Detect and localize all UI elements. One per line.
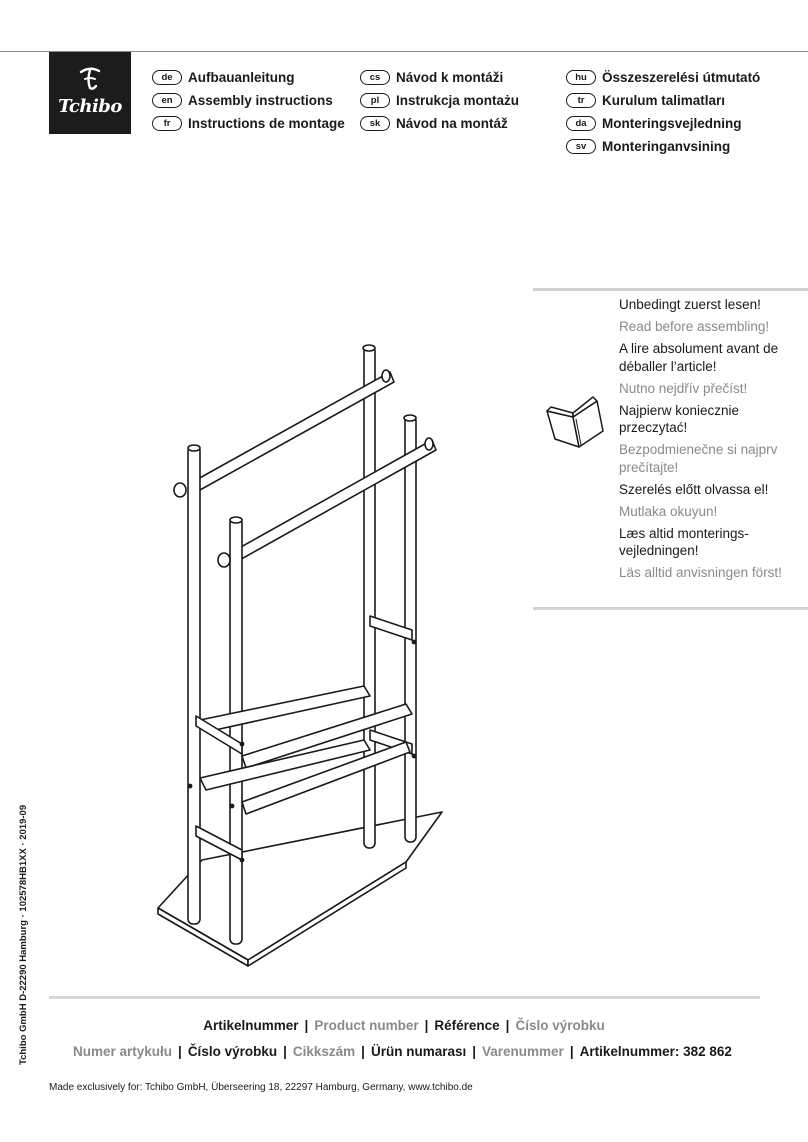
language-code-badge: sk [360,116,390,131]
read-first-line: Nutno nejdřív přečíst! [619,380,748,396]
language-row: sv Monteringanvsining [566,135,760,158]
separator: | [424,1018,429,1033]
article-number-line-2: Numer artykułu | Číslo výrobku | Cikkszám | Ür… [73,1044,732,1059]
article-number-label: Ürün numarası [370,1044,467,1059]
separator: | [283,1044,287,1059]
language-title: Instrukcja montażu [396,93,520,108]
read-first-line: Szerelés előtt olvassa el! [619,481,769,497]
read-first-line: A lire absolument avant de déballer l’ar… [619,341,779,374]
language-code-badge: sv [566,139,596,154]
read-first-line: Read before assembling! [619,319,770,334]
separator: | [569,1044,574,1059]
read-first-line: Læs altid monterings-vejledningen! [619,525,749,559]
language-column-3: hu Összeszerelési útmutató tr Kurulum tali… [566,66,760,158]
language-row: en Assembly instructions [152,89,345,112]
language-code-badge: de [152,70,182,85]
read-first-line: Unbedingt zuerst lesen! [619,297,761,312]
read-first-line: Mutlaka okuyun! [619,503,718,519]
article-number-label: Référence [434,1018,500,1033]
language-row: tr Kurulum talimatları [566,89,760,112]
article-number-label: Numer artykułu [73,1044,173,1059]
article-number-label: Artikelnummer [203,1018,299,1033]
language-row: pl Instrukcja montażu [360,89,519,112]
top-rule [0,51,808,52]
language-row: sk Návod na montáž [360,112,519,135]
bottom-rule [49,996,760,999]
made-for-address: Made exclusively for: Tchibo GmbH, Übers… [49,1082,473,1093]
product-drawing-clothes-rack [157,344,443,967]
language-title: Instructions de montage [188,116,345,131]
language-title: Összeszerelési útmutató [602,70,761,85]
language-title: Monteringanvsining [602,139,731,154]
article-number-label: Cikkszám [292,1044,356,1059]
tchibo-bean-icon [79,67,101,90]
language-column-2: cs Návod k montáži pl Instrukcja montażu s… [360,66,519,135]
language-title: Assembly instructions [188,93,333,108]
language-code-badge: hu [566,70,596,85]
separator: | [472,1044,477,1059]
language-row: de Aufbauanleitung [152,66,345,89]
language-code-badge: fr [152,116,182,131]
language-code-badge: cs [360,70,390,85]
separator: | [304,1018,309,1033]
article-number-label: Varenummer [482,1044,564,1059]
language-row: fr Instructions de montage [152,112,345,135]
language-title: Aufbauanleitung [188,70,295,85]
read-first-box: Unbedingt zuerst lesen! Read before assem… [533,288,808,610]
language-title: Návod k montáži [396,70,504,85]
language-row: hu Összeszerelési útmutató [566,66,760,89]
language-code-badge: tr [566,93,596,108]
language-title: Monteringsvejledning [602,116,742,131]
language-row: da Monteringsvejledning [566,112,760,135]
open-book-icon [546,396,604,448]
separator: | [505,1018,510,1033]
article-number-label: Artikelnummer: 382 862 [579,1044,732,1059]
separator: | [361,1044,365,1059]
read-first-line: Läs alltid anvisningen först! [619,565,782,580]
read-first-line: Najpierw koniecznie przeczytać! [619,402,740,436]
separator: | [178,1044,182,1059]
language-code-badge: en [152,93,182,108]
article-number-line-1: Artikelnummer | Product number | Référence | Č… [0,1018,808,1033]
language-code-badge: da [566,116,596,131]
article-number-label: Číslo výrobku [187,1044,278,1059]
article-number-label: Číslo výrobku [515,1018,605,1033]
language-title: Kurulum talimatları [602,93,726,108]
tchibo-logo: Tchibo [49,52,131,134]
language-code-badge: pl [360,93,390,108]
language-row: cs Návod k montáži [360,66,519,89]
language-column-1: de Aufbauanleitung en Assembly instruction… [152,66,345,135]
language-title: Návod na montáž [396,116,508,131]
read-first-list: Unbedingt zuerst lesen! Read before assem… [619,296,808,586]
article-number-label: Product number [314,1018,419,1033]
logo-wordmark: Tchibo [58,96,122,117]
read-first-line: Bezpodmienečne si najprv prečítajte! [619,442,778,475]
